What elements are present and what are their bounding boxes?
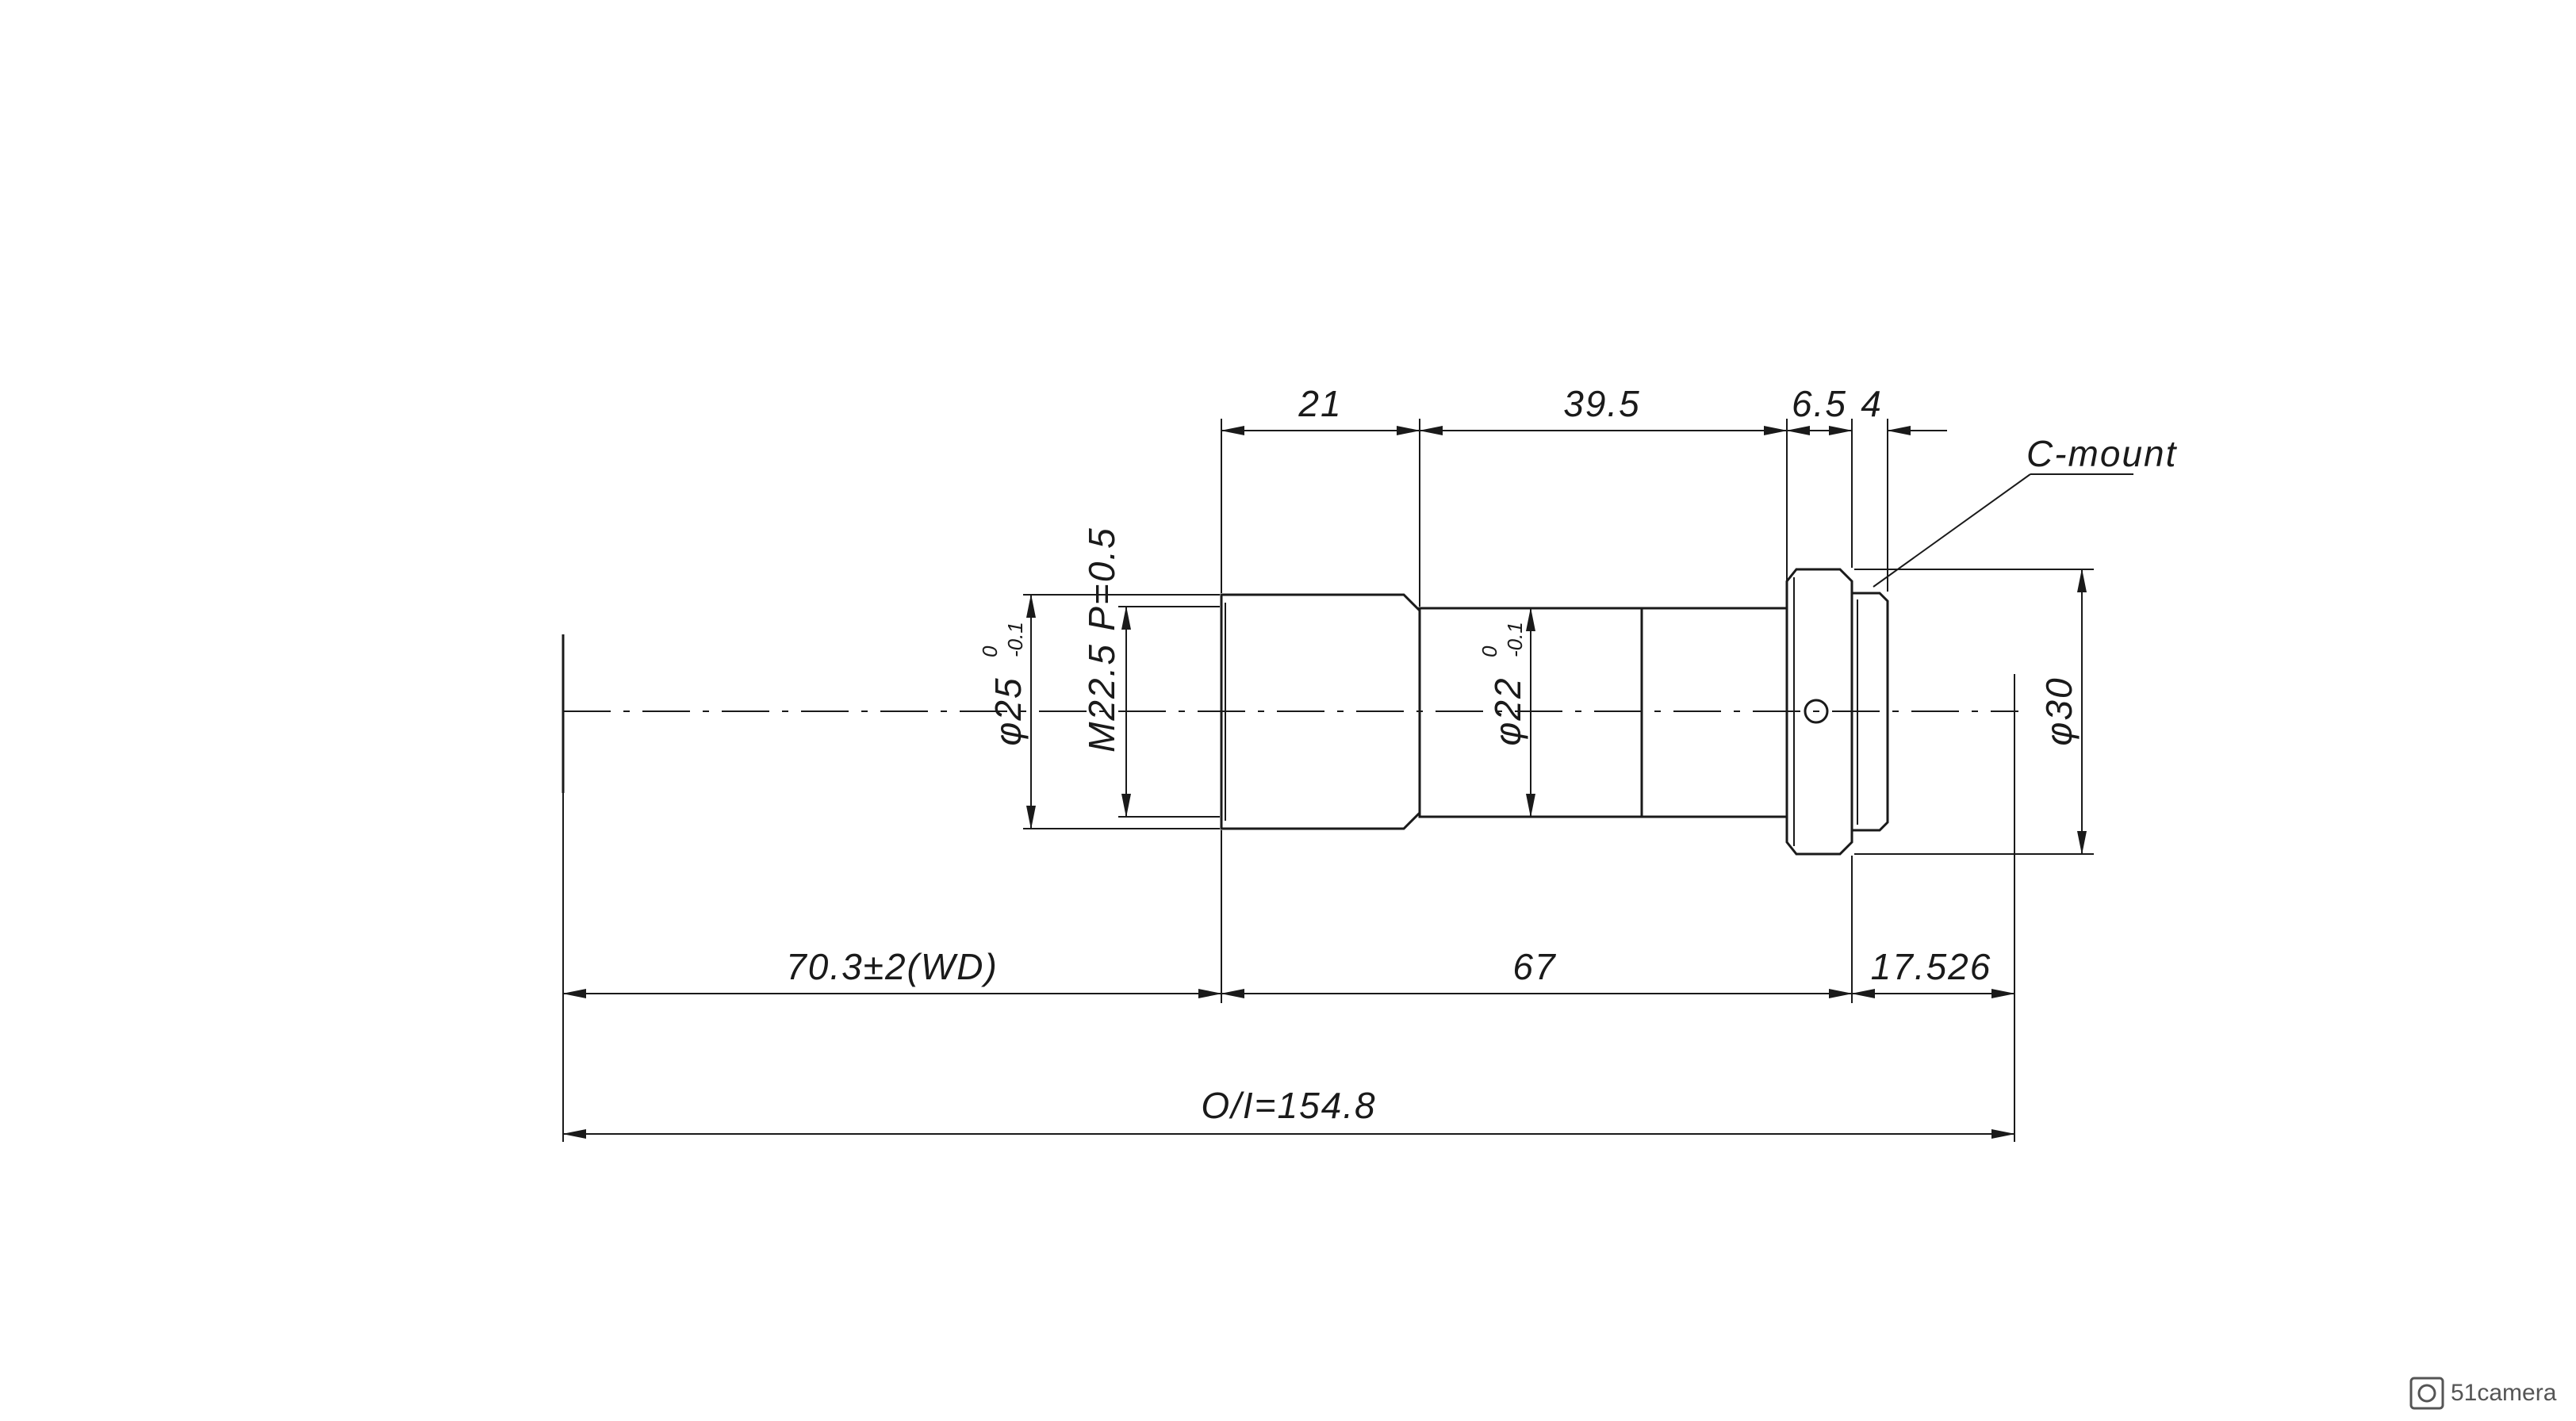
c-mount-thread: [1850, 592, 1889, 832]
phi25-label: φ25: [987, 676, 1029, 745]
mid-barrel: [1418, 607, 1788, 818]
dim-label-21: 21: [1298, 383, 1342, 424]
phi22-label: φ22: [1487, 676, 1528, 745]
dim-label-6-5: 6.5: [1792, 383, 1847, 424]
watermark-logo-icon: [2409, 1377, 2444, 1410]
c-mount-leader: [1873, 473, 2031, 588]
watermark: 51camera: [2409, 1377, 2557, 1410]
phi25-tol-lower: -0.1: [1003, 622, 1027, 657]
dim-label-67: 67: [1512, 946, 1556, 987]
m22-pitch-label: P=0.5: [1081, 527, 1122, 631]
dim-label-39-5: 39.5: [1563, 383, 1641, 424]
watermark-brand: 51camera: [2451, 1380, 2557, 1406]
rear-flange: [1785, 568, 1853, 856]
phi25-tol-upper: 0: [978, 645, 1002, 657]
phi25-label-group: φ25 0 -0.1: [978, 622, 1029, 745]
m22-label: M22.5: [1081, 643, 1122, 753]
locking-screw-icon: [1804, 699, 1829, 724]
m22-label-group: M22.5 P=0.5: [1081, 527, 1122, 753]
phi22-tol-lower: -0.1: [1503, 622, 1527, 657]
dim-label-17-526: 17.526: [1871, 946, 1992, 987]
phi22-label-group: φ22 0 -0.1: [1478, 622, 1528, 745]
dim-label-4: 4: [1861, 383, 1883, 424]
phi30-label-group: φ30: [2038, 676, 2080, 745]
dim-label-wd: 70.3±2(WD): [786, 946, 999, 987]
dim-label-oi: O/I=154.8: [1201, 1085, 1376, 1126]
c-mount-label: C-mount: [2026, 433, 2178, 474]
watermark-lens-icon: [2417, 1384, 2436, 1403]
phi22-tol-upper: 0: [1478, 645, 1501, 657]
phi30-label: φ30: [2038, 676, 2080, 745]
